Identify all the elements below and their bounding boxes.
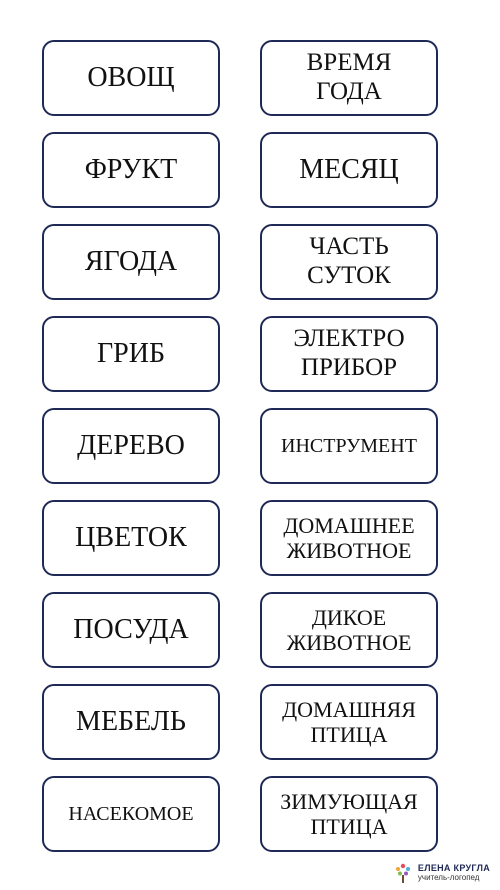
card-label: ЦВЕТОК <box>75 521 187 553</box>
word-card: ДОМАШНЕЕ ЖИВОТНОЕ <box>260 500 438 576</box>
word-card: ОВОЩ <box>42 40 220 116</box>
card-label-line: ЧАСТЬ <box>309 233 389 261</box>
watermark-name: ЕЛЕНА КРУГЛА <box>417 863 490 874</box>
word-card: ЭЛЕКТРО ПРИБОР <box>260 316 438 392</box>
word-card: ГРИБ <box>42 316 220 392</box>
word-card: ДОМАШНЯЯ ПТИЦА <box>260 684 438 760</box>
word-card: МЕБЕЛЬ <box>42 684 220 760</box>
card-label: ОВОЩ <box>87 61 175 93</box>
card-label: ГРИБ <box>96 337 166 369</box>
word-card: ЧАСТЬ СУТОК <box>260 224 438 300</box>
card-label: МЕБЕЛЬ <box>76 705 186 737</box>
card-label-line: ЖИВОТНОЕ <box>286 538 412 563</box>
card-label-line: ЭЛЕКТРО <box>293 325 405 353</box>
card-label-line: ПТИЦА <box>310 814 388 839</box>
word-card: ЗИМУЮЩАЯ ПТИЦА <box>260 776 438 852</box>
card-label-line: ГОДА <box>316 78 382 105</box>
author-watermark: ЕЛЕНА КРУГЛА учитель-логопед <box>393 862 490 884</box>
word-card: ПОСУДА <box>42 592 220 668</box>
card-label: МЕСЯЦ <box>299 153 399 185</box>
card-label-line: ПРИБОР <box>300 354 398 381</box>
card-label-line: ВРЕМЯ <box>306 49 392 77</box>
card-label-line: ДИКОЕ <box>311 604 387 630</box>
card-label: ПОСУДА <box>73 613 189 645</box>
word-card: ДИКОЕ ЖИВОТНОЕ <box>260 592 438 668</box>
watermark-subtitle: учитель-логопед <box>417 872 480 882</box>
word-card: ФРУКТ <box>42 132 220 208</box>
card-label: ЯГОДА <box>84 245 178 277</box>
word-card: ИНСТРУМЕНТ <box>260 408 438 484</box>
word-card: ДЕРЕВО <box>42 408 220 484</box>
word-card: НАСЕКОМОЕ <box>42 776 220 852</box>
card-label-line: СУТОК <box>307 262 391 289</box>
card-label-line: ДОМАШНЕЕ <box>283 512 415 538</box>
word-card: ЦВЕТОК <box>42 500 220 576</box>
card-label: ИНСТРУМЕНТ <box>281 434 417 457</box>
card-label-line: ЖИВОТНОЕ <box>286 630 412 655</box>
card-label: ДЕРЕВО <box>77 429 185 461</box>
card-label: ФРУКТ <box>84 153 178 185</box>
card-label-line: ЗИМУЮЩАЯ <box>280 788 418 814</box>
card-label: НАСЕКОМОЕ <box>68 802 194 825</box>
card-label-line: ПТИЦА <box>310 722 388 747</box>
card-label-line: ДОМАШНЯЯ <box>282 696 416 722</box>
word-card: ВРЕМЯ ГОДА <box>260 40 438 116</box>
tree-logo-icon <box>395 863 410 883</box>
word-card: МЕСЯЦ <box>260 132 438 208</box>
word-card-grid: ОВОЩ ВРЕМЯ ГОДА ФРУКТ МЕСЯЦ ЯГОДА ЧАСТЬ … <box>42 40 438 852</box>
word-card: ЯГОДА <box>42 224 220 300</box>
